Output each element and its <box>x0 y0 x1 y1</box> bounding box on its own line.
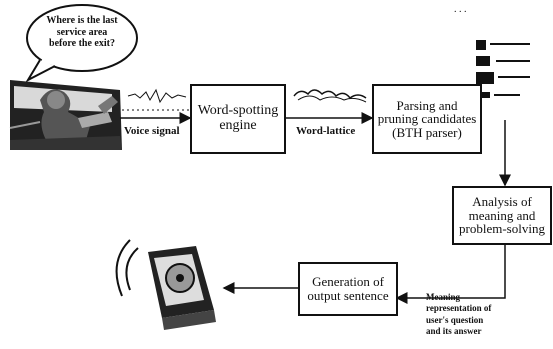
analysis-to-generation-connector <box>395 243 506 304</box>
svg-text:. . .: . . . <box>454 4 467 15</box>
generation-line-2: output sentence <box>307 288 389 303</box>
parsing-line-3: (BTH parser) <box>392 124 462 140</box>
meaning-line-2: representation of <box>426 303 492 314</box>
speech-line-2: service area <box>56 26 108 38</box>
analysis-line-3: problem-solving <box>459 221 545 237</box>
driver-car-illustration <box>9 80 122 150</box>
word-spotting-box: Word-spotting engine <box>190 84 286 154</box>
word-spotting-line-1: Word-spotting <box>197 103 279 119</box>
parsing-box: Parsing and pruning candidates (BTH pars… <box>372 84 482 154</box>
speech-bubble <box>25 4 138 83</box>
analysis-box: Analysis of meaning and problem-solving <box>452 186 552 245</box>
speaker-device-icon <box>115 239 216 330</box>
voice-waveform <box>122 88 190 111</box>
voice-signal-label: Voice signal <box>124 125 180 137</box>
meaning-line-4: and its answer <box>426 325 482 336</box>
speech-line-3: before the exit? <box>49 38 115 49</box>
parse-tree-icon <box>476 40 530 98</box>
word-lattice-graphic <box>293 89 367 103</box>
parsing-line-1: Parsing and <box>396 97 458 113</box>
analysis-line-2: meaning and <box>468 207 536 223</box>
generation-box: Generation of output sentence <box>298 262 398 316</box>
generation-line-1: Generation of <box>312 274 384 290</box>
speech-line-1: Where is the last <box>46 15 118 26</box>
meaning-line-1: Meaning <box>426 292 461 302</box>
parsing-line-2: pruning candidates <box>377 111 477 127</box>
word-lattice-label: Word-lattice <box>296 125 356 137</box>
meaning-line-3: user's question <box>426 314 484 325</box>
speech-bubble-text: Where is the last service area before th… <box>32 15 132 50</box>
word-spotting-line-2: engine <box>219 118 257 133</box>
analysis-line-1: Analysis of <box>472 194 532 210</box>
meaning-representation-label: Meaning representation of user's questio… <box>426 292 491 337</box>
